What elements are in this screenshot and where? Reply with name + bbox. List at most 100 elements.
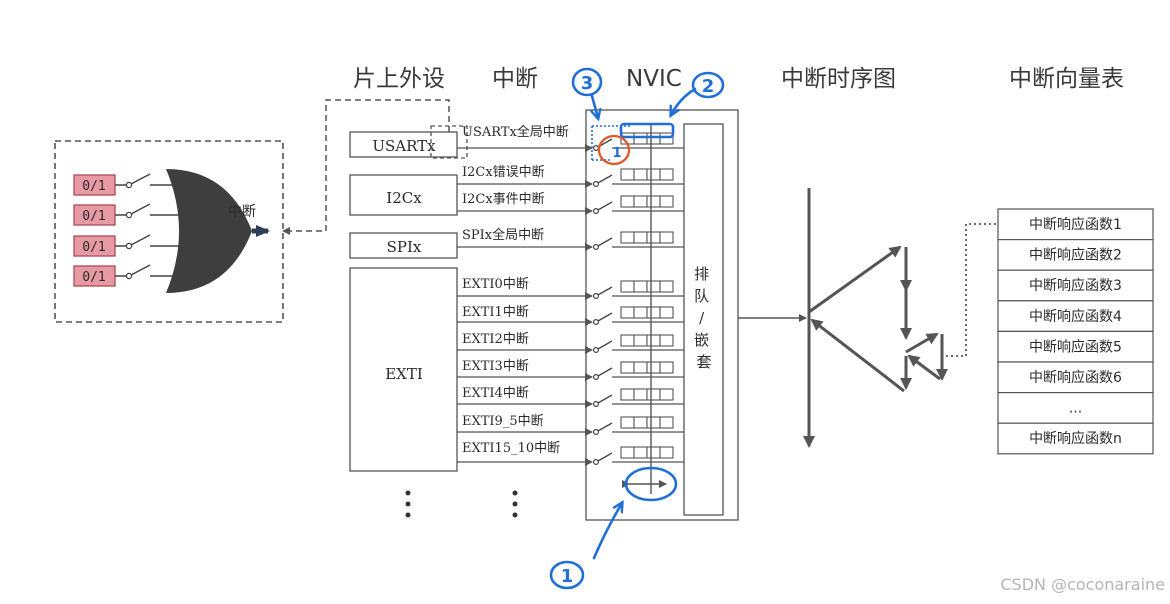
priority-register-cell (620, 280, 635, 293)
peripheral-detail-frame (54, 140, 284, 323)
priority-register-cell (646, 132, 661, 145)
enable-switch-pivot (592, 208, 599, 215)
header-timing: 中断时序图 (781, 66, 896, 92)
input-value: 0/1 (82, 270, 105, 285)
vector-table-cell (997, 269, 1154, 302)
spi-box (349, 232, 458, 259)
timing-branch (808, 245, 902, 314)
priority-register-cell (633, 446, 648, 459)
priority-register-cell (620, 195, 635, 208)
priority-register-cell (659, 388, 674, 401)
watermark: CSDN @coconaraine (1000, 575, 1165, 594)
priority-register-cell (620, 231, 635, 244)
priority-register-cell (646, 334, 661, 347)
interrupt-line: EXTI1中断 (457, 305, 684, 326)
dashed-connector (282, 99, 450, 235)
priority-register-cell (620, 306, 635, 319)
usart-box (349, 131, 458, 158)
interrupt-line-label: EXTI4中断 (462, 386, 529, 401)
priority-register-cell (659, 416, 674, 429)
vector-table-cell (997, 300, 1154, 332)
or-gate (166, 169, 252, 293)
vector-table-cell (997, 422, 1154, 455)
enable-switch (597, 340, 613, 350)
enable-switch-pivot (592, 319, 599, 326)
priority-register-cell (633, 168, 648, 181)
enable-switch (597, 174, 613, 184)
vector-table-entry: 中断响应函数3 (1029, 277, 1122, 294)
or-gate-inputs: 0/1 0/1 0/1 0/1 (73, 173, 180, 287)
timing-branch (905, 332, 939, 354)
interrupt-lines: USARTx全局中断I2Cx错误中断I2Cx事件中断SPIx全局中断EXTI0中… (457, 124, 684, 466)
priority-register-cell (633, 195, 648, 208)
priority-register-cell (659, 446, 674, 459)
priority-register-cell (659, 280, 674, 293)
priority-register-cell (646, 446, 661, 459)
interrupt-line: EXTI4中断 (457, 386, 684, 408)
i2c-label: I2Cx (386, 189, 422, 207)
interrupt-line: EXTI3中断 (457, 359, 684, 381)
priority-register-cell (633, 132, 648, 145)
priority-register-cell (633, 231, 648, 244)
switch-input: 0/1 (73, 173, 174, 196)
priority-register-cell (646, 168, 661, 181)
ellipsis-dots (405, 490, 518, 518)
priority-register-cell (659, 132, 674, 145)
priority-register-cell (633, 306, 648, 319)
enable-switch-pivot (592, 401, 599, 408)
priority-register-cell (646, 280, 661, 293)
interrupt-line-label: EXTI3中断 (462, 359, 529, 374)
enable-switch-pivot (592, 145, 599, 152)
vector-table-entry: ... (1069, 401, 1082, 417)
annotation-number: 1 (561, 566, 574, 587)
vector-table-entry: 中断响应函数5 (1029, 338, 1122, 355)
vector-table-cell (997, 392, 1154, 424)
spi-label: SPIx (387, 238, 422, 256)
annotation-arrow (592, 503, 622, 560)
interrupt-line-label: USARTx全局中断 (462, 124, 569, 140)
priority-register-cell (633, 280, 648, 293)
enable-switch (597, 367, 613, 377)
queue-label: 排 队 / 嵌 套 (694, 265, 714, 371)
interrupt-line: SPIx全局中断 (457, 227, 684, 251)
enable-switch-pivot (592, 347, 599, 354)
enable-switch (597, 201, 613, 211)
usart-label: USARTx (372, 137, 436, 155)
interrupt-line-label: EXTI1中断 (462, 305, 529, 320)
enable-switch (597, 286, 613, 296)
or-gate-output-label: 中断 (228, 204, 256, 220)
vector-table-cell (997, 208, 1154, 241)
vector-table-cell (997, 330, 1154, 363)
priority-register-cell (633, 416, 648, 429)
priority-register-cell (659, 168, 674, 181)
header-vector-table: 中断向量表 (1009, 66, 1124, 92)
priority-register-cell (620, 416, 635, 429)
i2c-box (349, 174, 458, 216)
timing-diagram (803, 188, 948, 448)
interrupt-line-label: EXTI15_10中断 (462, 441, 560, 456)
priority-register-cell (620, 446, 635, 459)
vector-table-entry: 中断响应函数2 (1029, 247, 1122, 264)
switch-input: 0/1 (73, 203, 180, 226)
interrupt-line: I2Cx错误中断 (457, 165, 684, 188)
annotation-circle (571, 67, 603, 97)
priority-register-cell (633, 361, 648, 374)
exti-label: EXTI (385, 365, 423, 383)
interrupt-line: USARTx全局中断 (457, 124, 684, 152)
priority-register-cell (633, 388, 648, 401)
annotation-highlight (619, 122, 675, 139)
vector-table-entry: 中断响应函数6 (1029, 369, 1122, 386)
enable-switch (597, 312, 613, 322)
annotation-circle (624, 466, 678, 502)
priority-register-cell (646, 416, 661, 429)
priority-register-cell (659, 361, 674, 374)
annotation-number: 2 (702, 76, 715, 97)
interrupt-line: I2Cx事件中断 (457, 192, 684, 215)
priority-register-cell (620, 168, 635, 181)
enable-switch-pivot (592, 459, 599, 466)
priority-register-cell (620, 334, 635, 347)
vector-link (946, 223, 996, 357)
annotations: 1 2 3 1 (549, 67, 725, 590)
priority-register-cell (633, 334, 648, 347)
priority-register-cell (659, 306, 674, 319)
